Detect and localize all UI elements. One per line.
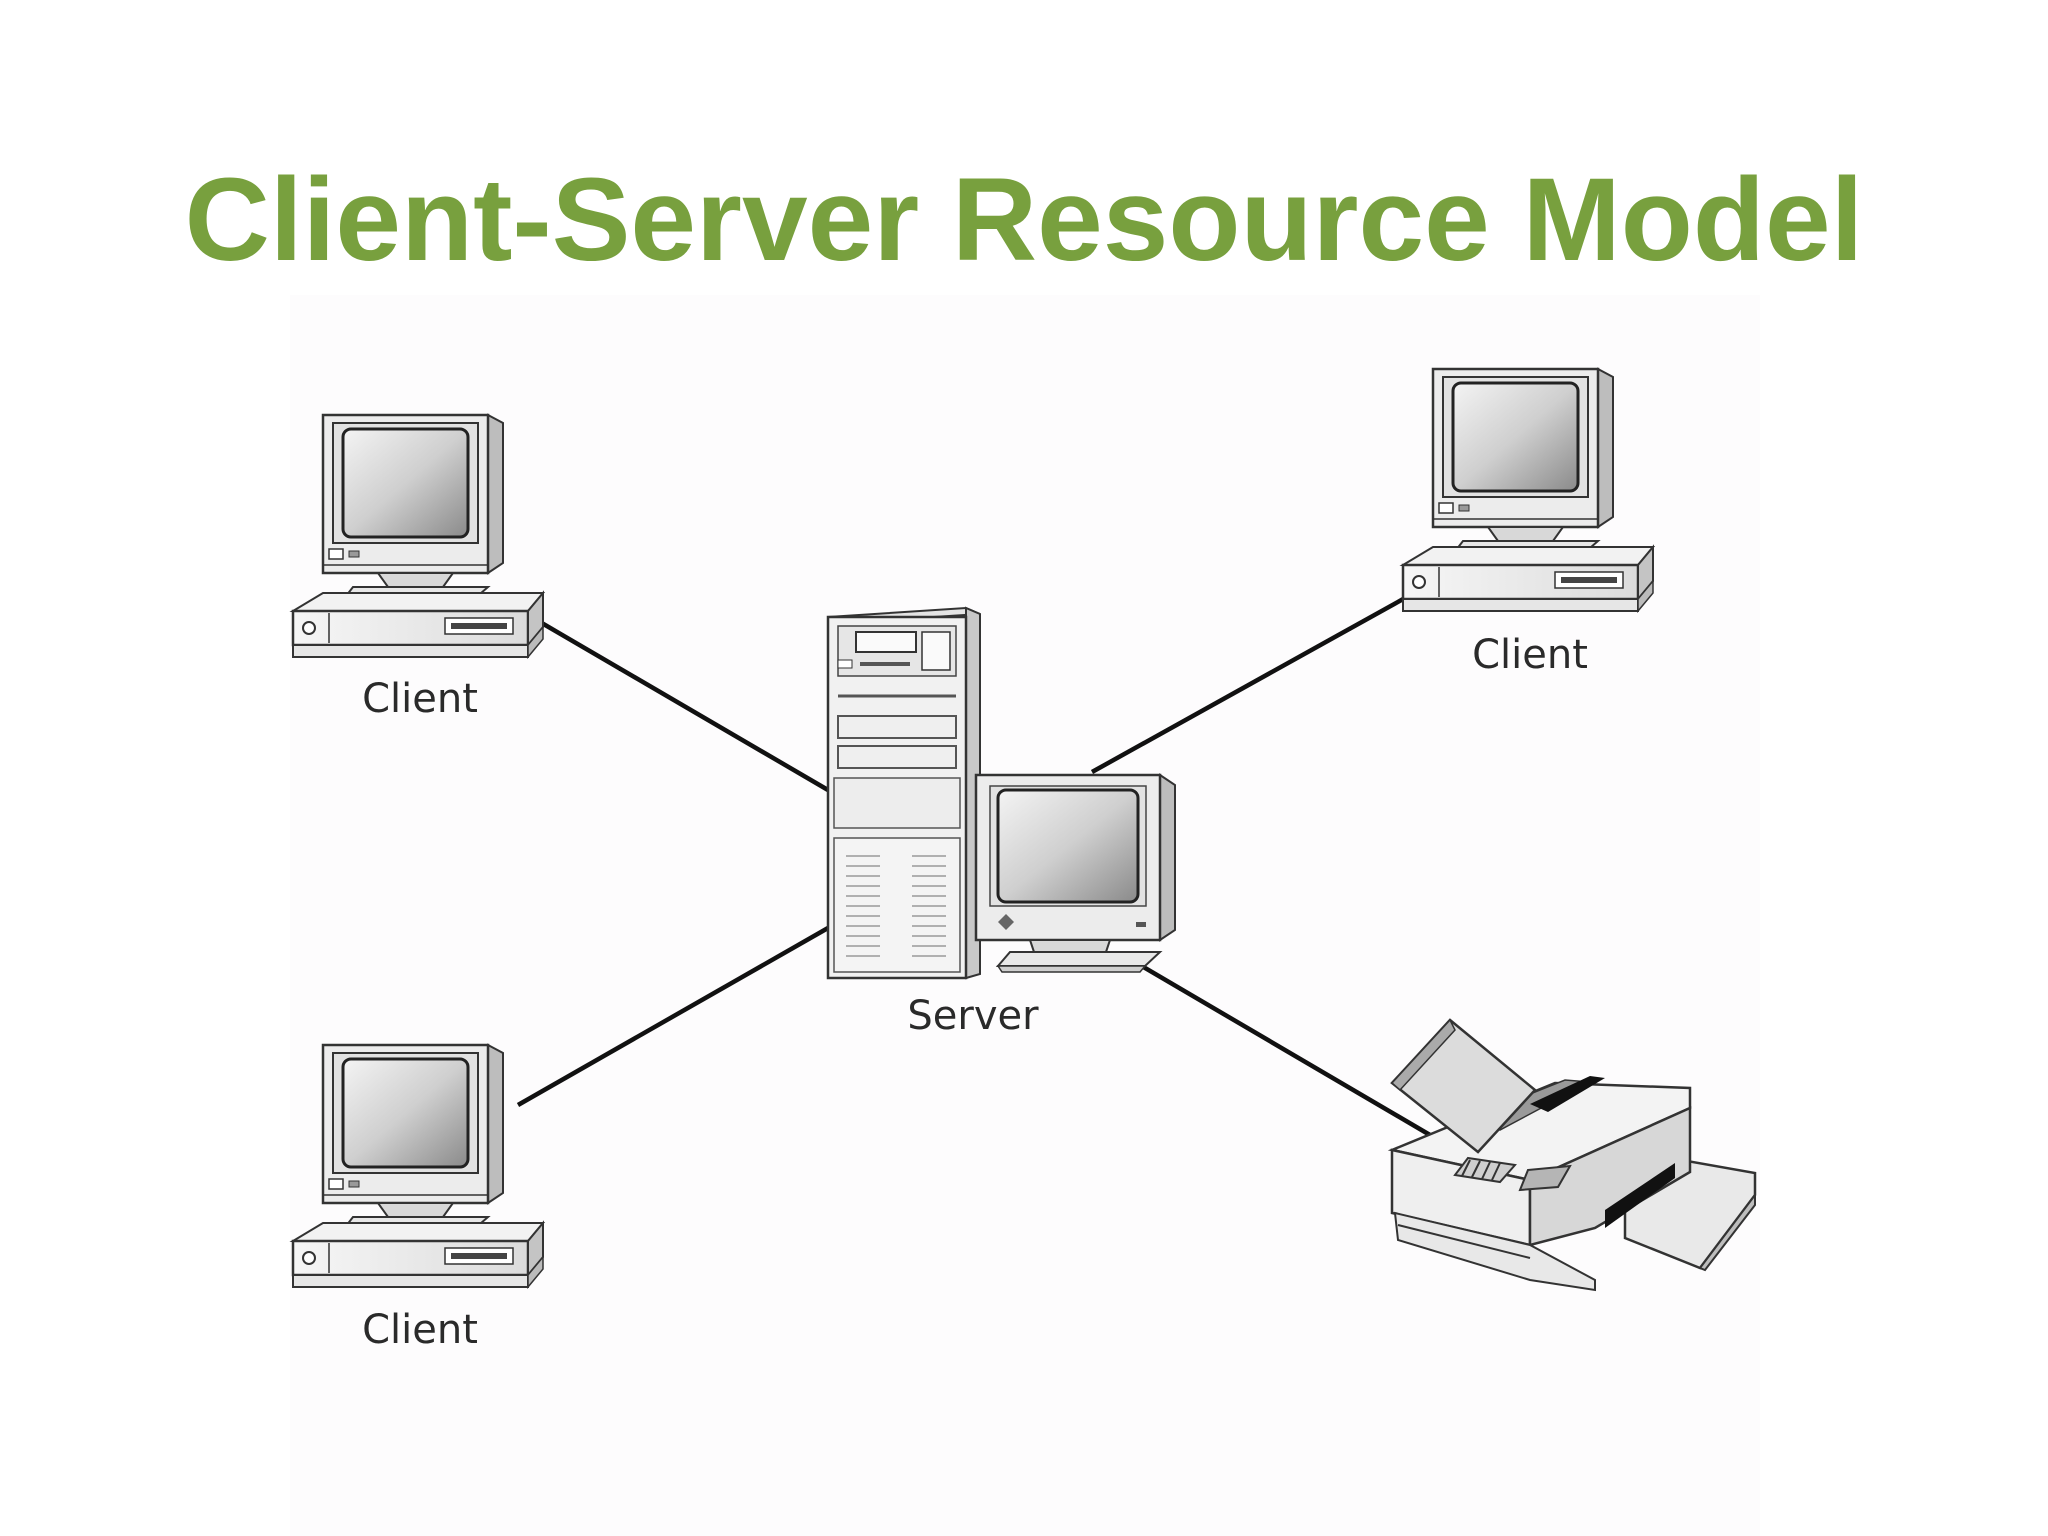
- client-label: Client: [1472, 632, 1588, 678]
- client-node: Client: [291, 1043, 545, 1353]
- connection-line: [1138, 963, 1432, 1137]
- printer-icon: [1387, 1018, 1757, 1292]
- server-node: Server: [826, 606, 1176, 1039]
- tower-server-icon: [826, 606, 981, 980]
- page-title: Client-Server Resource Model: [184, 154, 1864, 286]
- printer-node: [1387, 1018, 1757, 1292]
- desktop-computer-icon: [291, 413, 545, 659]
- desktop-computer-icon: [1401, 367, 1655, 613]
- connection-line: [538, 620, 830, 792]
- client-node: Client: [291, 413, 545, 722]
- server-label: Server: [907, 993, 1039, 1039]
- client-node: Client: [1401, 367, 1655, 678]
- client-label: Client: [362, 1307, 478, 1353]
- desktop-computer-icon: [291, 1043, 545, 1289]
- connection-line: [516, 926, 830, 1107]
- connection-lines: [516, 596, 1432, 1137]
- client-label: Client: [362, 676, 478, 722]
- server-monitor-icon: [974, 773, 1176, 973]
- connection-line: [1090, 596, 1407, 774]
